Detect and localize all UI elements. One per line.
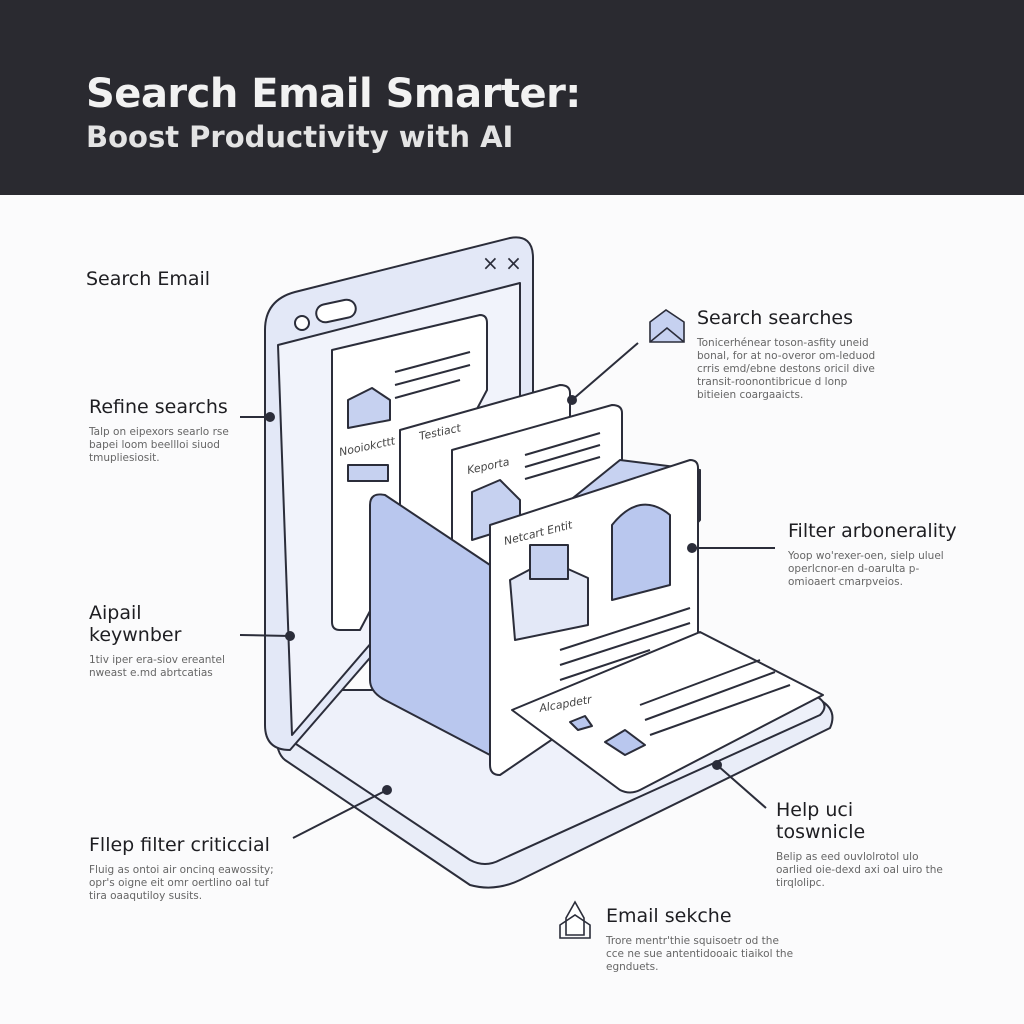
callout-body: Tonicerhénear toson-asfity uneid bonal, … [697,337,876,401]
camera-dot [294,315,310,331]
callout-title: Email sekche [606,905,732,927]
callout-fllep-filter: Fllep filter criticcial Fluig as ontoi a… [89,834,289,903]
rocket-envelope-icon [559,900,591,939]
callout-help-uci: Help uci toswnicle Belip as eed ouvlolro… [776,799,946,890]
callout-title: Aipail keywnber [89,602,182,646]
callout-search-email: Search Email [86,268,210,298]
close-icon[interactable]: × × [482,251,522,275]
callout-title: Refine searchs [89,396,228,418]
callout-title: Filter arbonerality [788,520,957,542]
callout-search-searches: Search searches Tonicerhénear toson-asfi… [697,307,877,402]
callout-filter-arbonerality: Filter arbonerality Yoop wo'rexer-oen, s… [788,520,958,589]
header-banner: Search Email Smarter: Boost Productivity… [0,0,1024,195]
speaker-pill [315,298,357,324]
callout-title: Search Email [86,268,211,290]
callout-body: 1tiv iper era-siov ereantel nweast e.md … [89,654,225,679]
callout-body: Trore mentr'thie squisoetr od the cce ne… [606,935,794,973]
callout-aipail-keywnber: Aipail keywnber 1tiv iper era-siov erean… [89,602,239,680]
callout-title: Fllep filter criticcial [89,834,270,856]
envelope-icon [649,309,685,343]
page-title: Search Email Smarter: [86,71,581,117]
callout-body: Fluig as ontoi air oncinq eawossity; opr… [89,864,274,902]
callout-title: Search searches [697,307,854,329]
envelope-icon [347,387,391,429]
envelope-icon [611,503,671,601]
page-subtitle: Boost Productivity with AI [86,120,514,154]
callout-body: Yoop wo'rexer-oen, sielp uluel operlcnor… [788,550,944,588]
callout-body: Talp on eipexors searlo rse bapei loom b… [89,426,229,464]
callout-refine-searchs: Refine searchs Talp on eipexors searlo r… [89,396,249,465]
callout-title: Help uci toswnicle [776,799,866,843]
callout-email-sekche: Email sekche Trore mentr'thie squisoetr … [606,905,796,974]
callout-body: Belip as eed ouvlolrotol ulo oarlied oie… [776,851,943,889]
email-search-illustration: × × Nooiokcttt Testiact Keporta Netcart … [239,236,834,939]
